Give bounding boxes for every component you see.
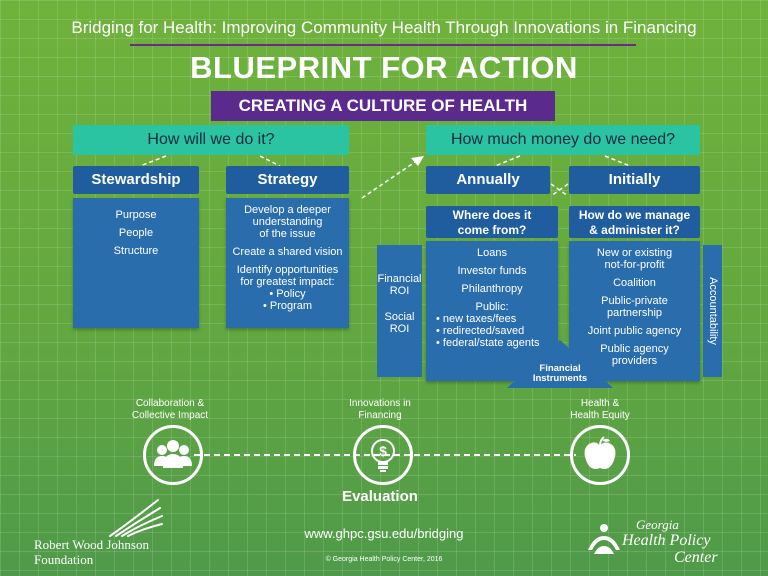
- stage-label-line: Health &: [580, 398, 620, 409]
- stage-label-line: Collaboration &: [135, 398, 205, 409]
- strategy-text: Create a shared vision: [232, 246, 343, 258]
- collaboration-circle: [143, 425, 203, 485]
- manage-heading-line: How do we manage: [578, 208, 691, 222]
- manage-option: Joint public agency: [587, 325, 682, 337]
- rwjf-logo-text: Robert Wood Johnson Foundation: [34, 537, 194, 567]
- manage-option: New or existing: [596, 247, 673, 259]
- financial-instruments-label: Financial Instruments: [505, 364, 615, 384]
- stewardship-item: People: [118, 227, 154, 239]
- people-group-icon: [154, 440, 192, 468]
- manage-heading-line: & administer it?: [589, 223, 680, 237]
- manage-option: Public agency: [600, 343, 669, 355]
- strategy-bullet: • Policy: [269, 288, 306, 300]
- roi-box: Financial ROI Social ROI: [377, 245, 422, 377]
- manage-option: Coalition: [613, 277, 656, 289]
- social-roi-label: ROI: [389, 323, 410, 335]
- public-bullet: • federal/state agents: [436, 337, 540, 349]
- title-divider: [130, 44, 636, 46]
- public-bullet: • redirected/saved: [436, 325, 525, 337]
- stage-label-line: Innovations in: [349, 398, 411, 409]
- innovations-label: Innovations in Financing: [325, 398, 435, 422]
- where-from-heading-line: come from?: [457, 223, 527, 237]
- apple-icon: [584, 436, 616, 469]
- strategy-text: Develop a deeper: [244, 204, 331, 216]
- strategy-heading: Strategy: [226, 166, 349, 194]
- innovations-circle: $: [353, 425, 413, 485]
- strategy-box: Develop a deeper understanding of the is…: [226, 198, 349, 328]
- page-title: BLUEPRINT FOR ACTION: [190, 50, 578, 85]
- page-subtitle: Bridging for Health: Improving Community…: [71, 18, 697, 37]
- strategy-text: Identify opportunities: [236, 264, 339, 276]
- rwjf-logo-line: Foundation: [34, 552, 94, 567]
- stewardship-item: Purpose: [115, 209, 157, 221]
- where-from-heading: Where does it come from?: [426, 206, 558, 238]
- manage-box: New or existing not-for-profit Coalition…: [569, 241, 700, 381]
- stage-label-line: Health Equity: [570, 410, 630, 421]
- ghpc-logo-icon: [588, 524, 620, 554]
- funding-source: Public:: [475, 301, 509, 313]
- financial-roi-label: Financial: [377, 273, 422, 285]
- manage-option: partnership: [606, 307, 663, 319]
- stage-label-line: Financing: [358, 410, 402, 421]
- health-equity-label: Health & Health Equity: [545, 398, 655, 422]
- rwjf-logo-line: Robert Wood Johnson: [34, 537, 149, 552]
- accountability-box: Accountability: [703, 245, 722, 377]
- funding-source: Investor funds: [457, 265, 527, 277]
- copyright-text: © Georgia Health Policy Center, 2016: [325, 556, 443, 563]
- collaboration-label: Collaboration & Collective Impact: [100, 398, 240, 422]
- health-circle: [570, 425, 630, 485]
- ghpc-logo-line: Georgia: [636, 517, 679, 532]
- where-from-box: Loans Investor funds Philanthropy Public…: [426, 241, 558, 381]
- evaluation-label: Evaluation: [342, 488, 418, 505]
- strategy-text: understanding: [252, 216, 323, 228]
- strategy-bullet: • Program: [262, 300, 313, 312]
- ghpc-logo-text: Georgia Health Policy Center: [622, 517, 742, 567]
- strategy-text: of the issue: [259, 228, 316, 240]
- public-bullet: • new taxes/fees: [436, 313, 517, 325]
- financial-instruments-line: Financial: [539, 363, 581, 374]
- manage-option: Public-private: [601, 295, 668, 307]
- stewardship-box: Purpose People Structure: [73, 198, 199, 328]
- annually-heading: Annually: [426, 166, 550, 194]
- where-from-heading-line: Where does it: [452, 208, 532, 222]
- funding-source: Loans: [477, 247, 507, 259]
- funding-source: Philanthropy: [461, 283, 523, 295]
- manage-option: not-for-profit: [604, 259, 665, 271]
- stewardship-heading: Stewardship: [73, 166, 199, 194]
- svg-text:$: $: [379, 443, 387, 459]
- manage-heading: How do we manage & administer it?: [569, 206, 700, 238]
- ghpc-logo-line: Center: [674, 549, 718, 566]
- stage-label-line: Collective Impact: [131, 410, 209, 421]
- rwjf-logo-icon: [109, 499, 163, 537]
- strategy-text: for greatest impact:: [240, 276, 335, 288]
- website-link[interactable]: www.ghpc.gsu.edu/bridging: [304, 526, 464, 541]
- lightbulb-dollar-icon: $: [371, 439, 395, 472]
- how-much-money-banner: How much money do we need?: [426, 125, 700, 155]
- social-roi-label: Social: [384, 311, 415, 323]
- accountability-label: Accountability: [706, 277, 719, 345]
- financial-roi-label: ROI: [389, 285, 410, 297]
- culture-banner: CREATING A CULTURE OF HEALTH: [211, 91, 555, 121]
- initially-heading: Initially: [569, 166, 700, 194]
- stewardship-item: Structure: [113, 245, 159, 257]
- how-will-we-do-it-banner: How will we do it?: [73, 125, 349, 155]
- manage-option: providers: [611, 355, 658, 367]
- ghpc-logo-line: Health Policy: [622, 532, 711, 549]
- financial-instruments-line: Instruments: [532, 373, 588, 384]
- financial-instruments-triangle: [507, 340, 613, 388]
